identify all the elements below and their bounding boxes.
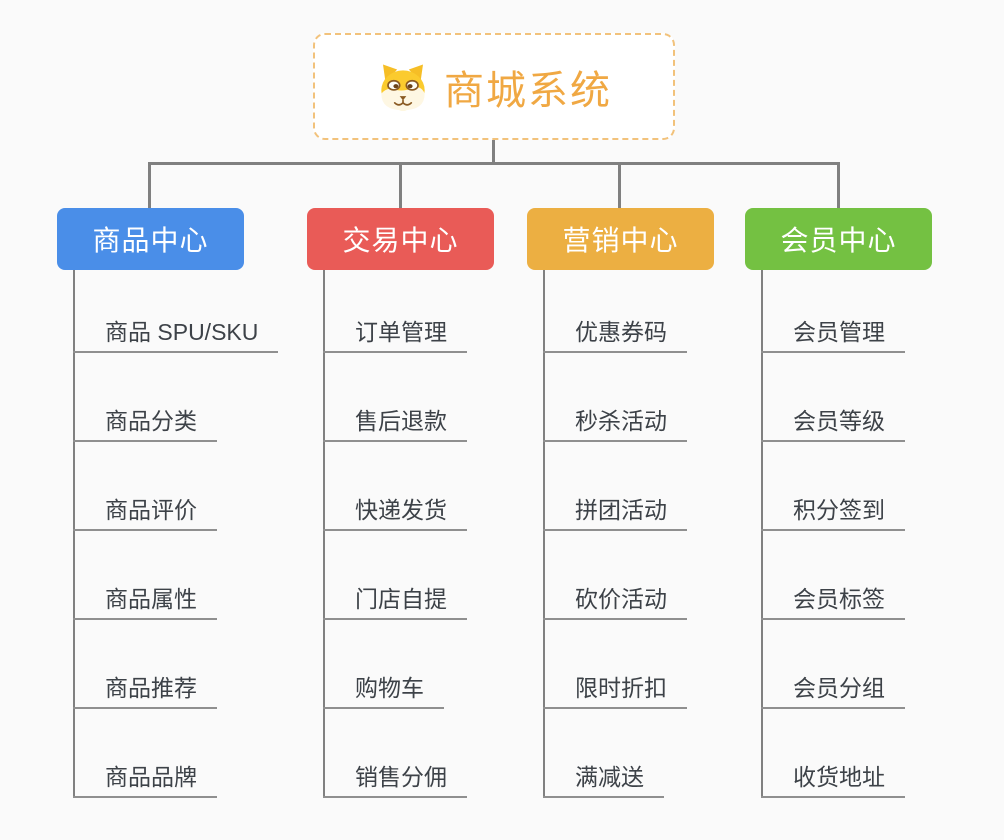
branch-marketing-center: 营销中心 优惠券码秒杀活动拼团活动砍价活动限时折扣满减送 <box>527 208 787 798</box>
subtopic-item[interactable]: 优惠券码 <box>543 270 687 353</box>
subtopic-item[interactable]: 售后退款 <box>323 353 467 442</box>
dog-face-icon <box>381 64 425 110</box>
branch-trunk-line <box>73 270 75 798</box>
root-node[interactable]: 商城系统 <box>313 33 675 140</box>
subtopic-item[interactable]: 限时折扣 <box>543 620 687 709</box>
subtopic-item[interactable]: 积分签到 <box>761 442 905 531</box>
connector-drop-trade <box>399 162 402 208</box>
branch-header-marketing-center[interactable]: 营销中心 <box>527 208 714 270</box>
subtopic-item[interactable]: 会员分组 <box>761 620 905 709</box>
subtopic-item[interactable]: 商品 SPU/SKU <box>73 270 279 353</box>
subtopic-item[interactable]: 门店自提 <box>323 531 467 620</box>
subtopic-item[interactable]: 商品评价 <box>73 442 217 531</box>
subtopic-item[interactable]: 会员等级 <box>761 353 905 442</box>
branch-member-center: 会员中心 会员管理会员等级积分签到会员标签会员分组收货地址 <box>745 208 1004 798</box>
subtopic-item[interactable]: 订单管理 <box>323 270 467 353</box>
connector-bus <box>148 162 840 165</box>
subtopic-item[interactable]: 砍价活动 <box>543 531 687 620</box>
subtopic-item[interactable]: 满减送 <box>543 709 664 798</box>
subtopic-item[interactable]: 秒杀活动 <box>543 353 687 442</box>
root-title: 商城系统 <box>444 68 612 113</box>
branch-header-member-center[interactable]: 会员中心 <box>745 208 932 270</box>
connector-root-stem <box>492 140 495 164</box>
branch-items-trade-center: 订单管理售后退款快递发货门店自提购物车销售分佣 <box>307 270 467 798</box>
subtopic-item[interactable]: 快递发货 <box>323 442 467 531</box>
subtopic-item[interactable]: 商品品牌 <box>73 709 217 798</box>
branch-trunk-line <box>761 270 763 798</box>
subtopic-item[interactable]: 商品分类 <box>73 353 217 442</box>
connector-drop-marketing <box>618 162 621 208</box>
branch-trade-center: 交易中心 订单管理售后退款快递发货门店自提购物车销售分佣 <box>307 208 567 798</box>
branch-header-product-center[interactable]: 商品中心 <box>57 208 244 270</box>
subtopic-item[interactable]: 会员标签 <box>761 531 905 620</box>
subtopic-item[interactable]: 会员管理 <box>761 270 905 353</box>
subtopic-item[interactable]: 销售分佣 <box>323 709 467 798</box>
connector-drop-member <box>837 162 840 208</box>
branch-items-marketing-center: 优惠券码秒杀活动拼团活动砍价活动限时折扣满减送 <box>527 270 687 798</box>
subtopic-item[interactable]: 商品属性 <box>73 531 217 620</box>
subtopic-item[interactable]: 购物车 <box>323 620 444 709</box>
connector-drop-product <box>148 162 151 208</box>
branch-header-trade-center[interactable]: 交易中心 <box>307 208 494 270</box>
subtopic-item[interactable]: 拼团活动 <box>543 442 687 531</box>
branch-trunk-line <box>543 270 545 798</box>
subtopic-item[interactable]: 商品推荐 <box>73 620 217 709</box>
subtopic-item[interactable]: 收货地址 <box>761 709 905 798</box>
branch-items-member-center: 会员管理会员等级积分签到会员标签会员分组收货地址 <box>745 270 905 798</box>
branch-trunk-line <box>323 270 325 798</box>
